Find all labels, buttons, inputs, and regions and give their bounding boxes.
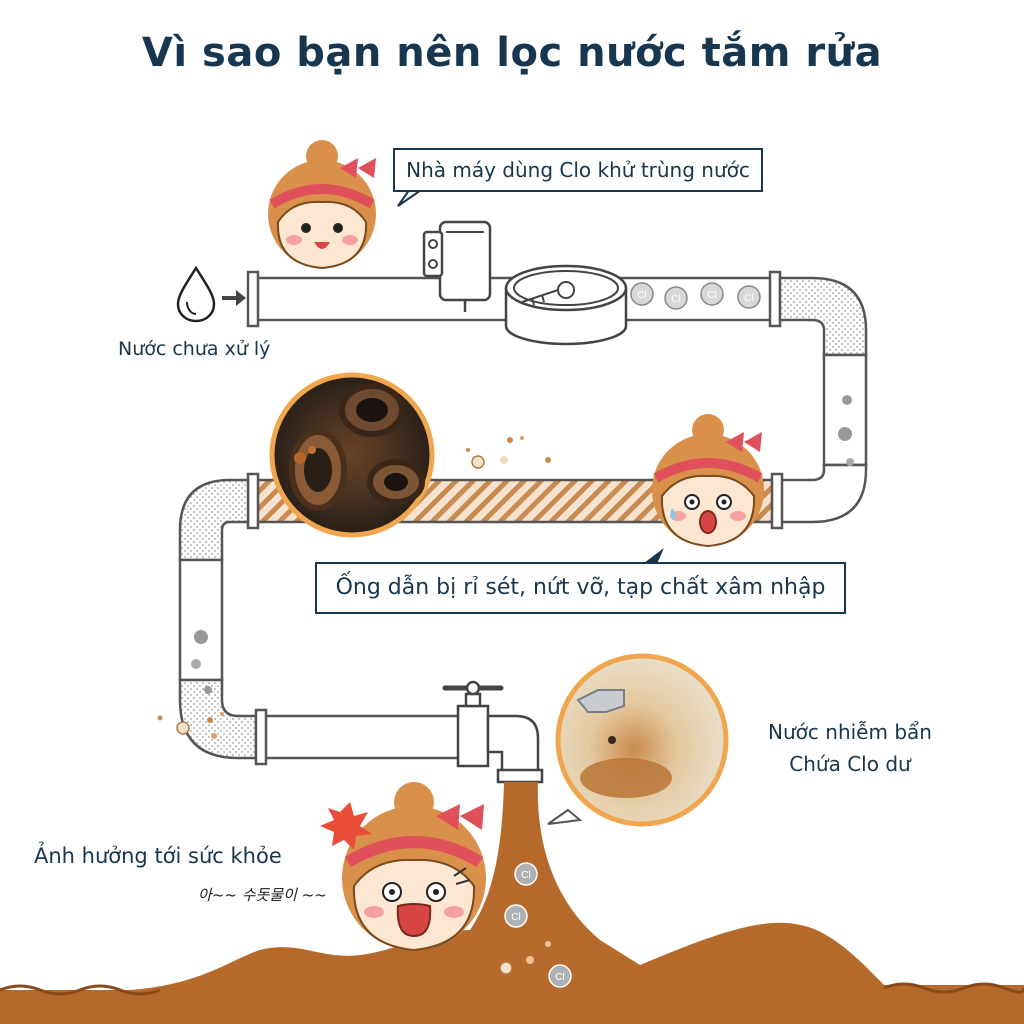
faucet-icon (442, 680, 544, 784)
left-elbow-pipe (178, 478, 258, 760)
residual-chlorine-label: Chứa Clo dư (789, 752, 911, 776)
treatment-tank-icon (504, 264, 628, 346)
pipe-damage-callout: Ống dẫn bị rỉ sét, nứt vỡ, tạp chất xâm … (315, 562, 846, 614)
chlorine-particles-stream: Cl Cl Cl (504, 862, 572, 988)
germ-particles (157, 436, 551, 975)
chlorine-symbol: Cl (521, 870, 530, 881)
dirty-sink-photo (555, 653, 729, 827)
lower-pipe (254, 708, 462, 766)
chlorine-symbol: Cl (671, 294, 680, 305)
chlorine-symbol: Cl (707, 290, 716, 301)
chlorine-symbol: Cl (555, 972, 564, 983)
water-drop-icon (176, 265, 216, 323)
flow-arrow-icon (222, 290, 246, 306)
dirty-water-label: Nước nhiễm bẩn (768, 720, 932, 744)
raw-water-label: Nước chưa xử lý (118, 338, 271, 360)
anger-burst-icon (320, 802, 372, 850)
chlorine-dosing-machine-icon (422, 220, 492, 312)
scared-girl-icon (342, 782, 486, 952)
speech-tail-middle (640, 548, 664, 566)
chlorine-symbol: Cl (637, 290, 646, 301)
chlorine-symbol: Cl (511, 912, 520, 923)
chlorine-particles-upper: Cl Cl Cl Cl (630, 282, 761, 310)
speech-tail-sink (547, 808, 583, 825)
happy-girl-icon (268, 140, 376, 270)
health-impact-label: Ảnh hưởng tới sức khỏe (34, 844, 282, 868)
chlorine-symbol: Cl (744, 293, 753, 304)
dirty-water-stream (0, 782, 1024, 1024)
page-title: Vì sao bạn nên lọc nước tắm rửa (141, 30, 883, 76)
rusty-pipes-photo (269, 372, 435, 538)
right-elbow-pipe (778, 276, 868, 524)
shocked-girl-icon (652, 414, 764, 548)
korean-exclamation-text: 아~~ 수돗물이 ~~ (198, 886, 327, 904)
factory-chlorine-callout: Nhà máy dùng Clo khử trùng nước (393, 148, 763, 192)
